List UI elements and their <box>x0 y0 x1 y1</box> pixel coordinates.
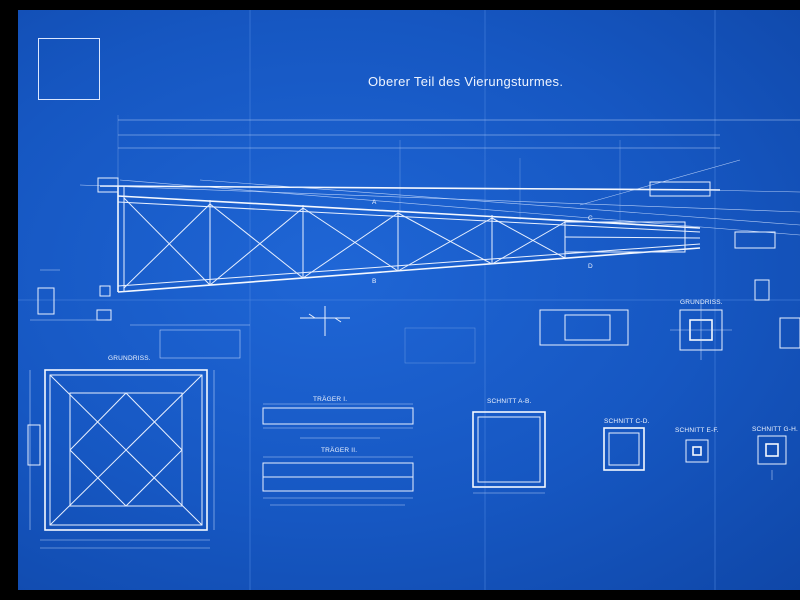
section-marker-b: B <box>372 278 377 285</box>
section-marker-a: A <box>372 199 377 206</box>
grundriss-left-label: GRUNDRISS. <box>108 355 151 362</box>
grundriss-plan-right <box>539 279 800 360</box>
section-marker-c: C <box>588 215 593 222</box>
drawing-title: Oberer Teil des Vierungsturmes. <box>368 74 564 89</box>
grundriss-plan-left <box>27 369 215 549</box>
traeger-1-label: TRÄGER I. <box>313 396 348 403</box>
truss-elevation <box>79 159 800 321</box>
grundriss-right-label: GRUNDRISS. <box>680 299 723 306</box>
schnitt-cd-label: SCHNITT C-D. <box>604 418 650 425</box>
section-marker-d: D <box>588 263 593 270</box>
schnitt-ef-section <box>685 439 709 463</box>
traeger-2-label: TRÄGER II. <box>321 447 358 454</box>
schnitt-gh-label: SCHNITT G-H. <box>752 426 798 433</box>
schnitt-gh-section <box>757 435 787 480</box>
schnitt-cd-section <box>603 427 645 471</box>
schnitt-ab-label: SCHNITT A-B. <box>487 398 532 405</box>
schnitt-ab-section <box>472 411 546 494</box>
annotations <box>30 269 476 364</box>
title-stamp-block <box>38 38 100 100</box>
schnitt-ef-label: SCHNITT E-F. <box>675 427 719 434</box>
traeger-1-elevation <box>262 403 414 439</box>
traeger-2-elevation <box>262 456 414 506</box>
